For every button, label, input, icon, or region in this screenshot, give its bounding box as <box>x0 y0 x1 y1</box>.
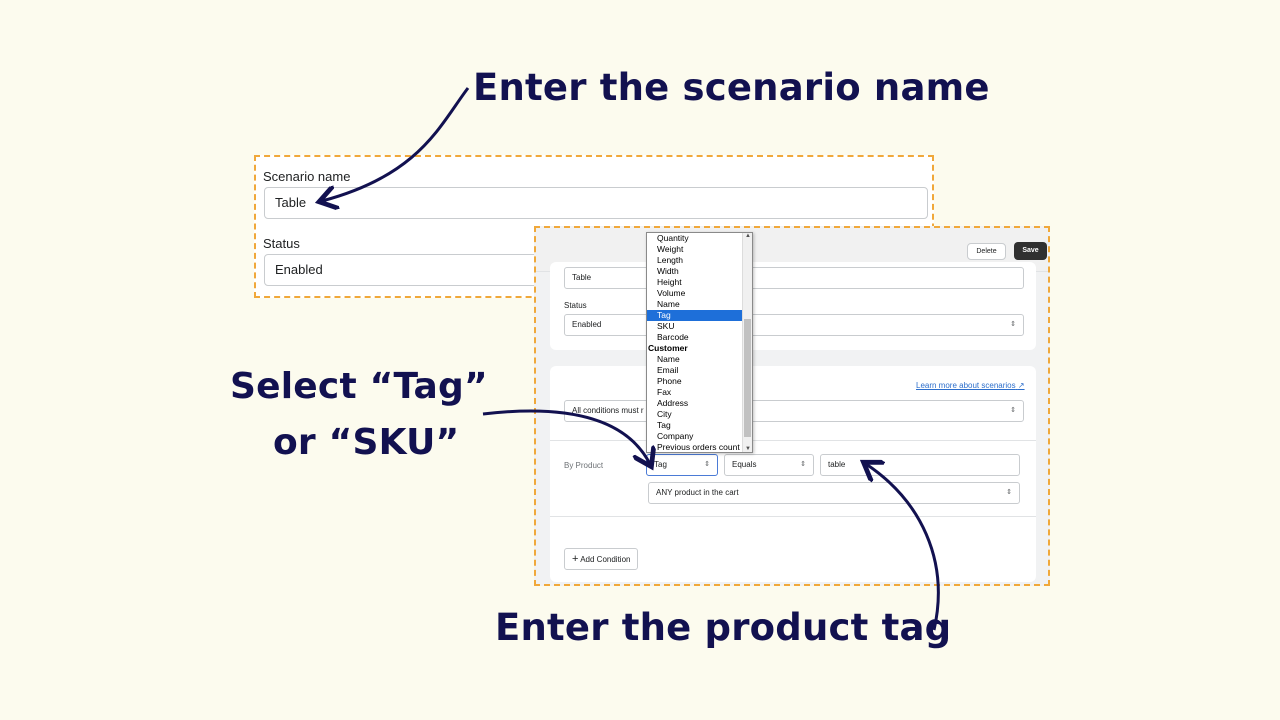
operator-value: Equals <box>732 460 757 469</box>
status-select-small[interactable]: Enabled ⇕ <box>564 314 1024 336</box>
chevron-updown-icon: ⇕ <box>1006 489 1012 496</box>
scrollbar-thumb[interactable] <box>744 319 751 437</box>
dropdown-option[interactable]: Quantity <box>657 233 689 243</box>
status-label: Status <box>263 236 300 251</box>
dropdown-option[interactable]: Previous orders count <box>657 442 740 452</box>
save-button[interactable]: Save <box>1014 242 1047 260</box>
divider <box>550 440 1036 441</box>
dropdown-option[interactable]: Tag <box>657 420 671 430</box>
dropdown-option[interactable]: Name <box>657 299 680 309</box>
conditions-match-select[interactable]: All conditions must r ⇕ <box>564 400 1024 422</box>
dropdown-option[interactable]: City <box>657 409 672 419</box>
headline-scenario-name: Enter the scenario name <box>473 66 990 109</box>
dropdown-scrollbar[interactable]: ▲ ▼ <box>742 233 752 452</box>
by-product-label: By Product <box>564 461 604 470</box>
dropdown-option[interactable]: Tag <box>647 310 743 321</box>
headline-product-tag: Enter the product tag <box>495 606 952 649</box>
dropdown-option[interactable]: Fax <box>657 387 672 397</box>
scenario-name-label: Scenario name <box>263 169 351 184</box>
dropdown-option[interactable]: Company <box>657 431 694 441</box>
dropdown-option[interactable]: Name <box>657 354 680 364</box>
operator-select[interactable]: Equals ⇕ <box>724 454 814 476</box>
divider <box>550 516 1036 517</box>
dropdown-option[interactable]: Weight <box>657 244 684 254</box>
chevron-updown-icon: ⇕ <box>800 461 806 468</box>
dropdown-option[interactable]: Phone <box>657 376 682 386</box>
headline-or-sku: or “SKU” <box>273 422 460 463</box>
scope-select[interactable]: ANY product in the cart ⇕ <box>648 482 1020 504</box>
status-value: Enabled <box>572 320 602 329</box>
field-select[interactable]: Tag ⇕ <box>646 454 718 476</box>
conditions-match-value: All conditions must r <box>572 406 644 415</box>
conditions-card: Learn more about scenarios ↗ All conditi… <box>550 366 1036 582</box>
dropdown-option[interactable]: Barcode <box>657 332 689 342</box>
dropdown-option[interactable]: Address <box>657 398 689 408</box>
plus-icon: + <box>572 553 579 565</box>
scroll-up-icon[interactable]: ▲ <box>745 233 751 239</box>
dropdown-option[interactable]: Volume <box>657 288 686 298</box>
scenario-editor: Delete Save Table Status Enabled ⇕ Learn… <box>534 226 1050 586</box>
scroll-down-icon[interactable]: ▼ <box>745 446 751 452</box>
dropdown-group-header: Customer <box>648 343 688 353</box>
general-card: Table Status Enabled ⇕ <box>550 262 1036 350</box>
scenario-name-input-small[interactable]: Table <box>564 267 1024 289</box>
chevron-updown-icon: ⇕ <box>1010 321 1016 328</box>
add-condition-button[interactable]: + Add Condition <box>564 548 639 570</box>
dropdown-option[interactable]: Email <box>657 365 679 375</box>
delete-button[interactable]: Delete <box>967 243 1006 260</box>
tag-value-input[interactable]: table <box>820 454 1020 476</box>
dropdown-option[interactable]: Width <box>657 266 679 276</box>
scenario-name-input[interactable]: Table <box>264 187 928 219</box>
external-link-icon: ↗ <box>1017 381 1025 390</box>
scope-value: ANY product in the cart <box>656 488 739 497</box>
chevron-updown-icon: ⇕ <box>704 461 710 468</box>
headline-select-tag: Select “Tag” <box>230 366 488 407</box>
field-value: Tag <box>654 460 667 469</box>
learn-more-link[interactable]: Learn more about scenarios ↗ <box>916 381 1025 390</box>
dropdown-option[interactable]: Length <box>657 255 683 265</box>
dropdown-option[interactable]: Height <box>657 277 682 287</box>
dropdown-option[interactable]: SKU <box>657 321 675 331</box>
status-label-small: Status <box>564 301 587 310</box>
chevron-updown-icon: ⇕ <box>1010 407 1016 414</box>
